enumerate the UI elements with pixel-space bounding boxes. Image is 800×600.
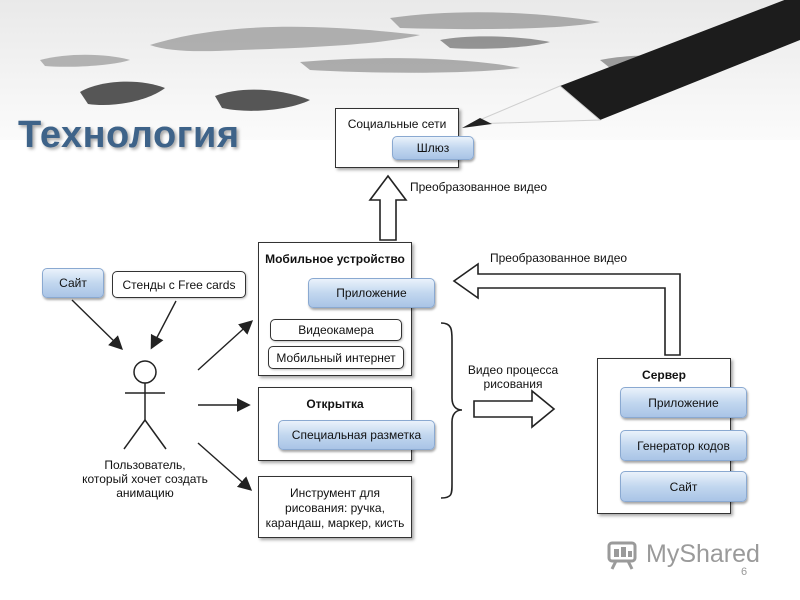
gateway-button[interactable]: Шлюз [392,136,474,160]
drawing-tool-line1: Инструмент для [259,486,411,500]
label-drawing-video-line2: рисования [458,377,568,391]
arrow-stands-to-user [152,301,176,347]
user-caption-line3: анимацию [70,486,220,500]
user-caption-line1: Пользователь, [70,458,220,472]
postcard-title: Открытка [259,397,411,411]
myshared-logo-text: MyShared [646,540,760,569]
stands-free-cards-item: Стенды с Free cards [112,271,246,298]
arrow-user-to-mobile [198,322,251,370]
page-number: 6 [741,566,747,578]
server-app-button[interactable]: Приложение [620,387,747,418]
myshared-logo[interactable]: MyShared [606,536,760,572]
up-block-arrow [370,176,406,240]
label-converted-video-back: Преобразованное видео [490,251,650,265]
drawing-tool-box: Инструмент для рисования: ручка, каранда… [258,476,412,538]
drawing-tool-line2: рисования: ручка, [259,501,411,515]
server-title: Сервер [598,368,730,382]
label-converted-video-up: Преобразованное видео [410,180,560,194]
code-generator-button[interactable]: Генератор кодов [620,430,747,461]
site-source-button[interactable]: Сайт [42,268,104,298]
return-block-arrow [454,264,680,355]
curly-brace [441,323,462,498]
user-caption-line2: который хочет создать [60,472,230,486]
server-site-button[interactable]: Сайт [620,471,747,502]
mobile-app-button[interactable]: Приложение [308,278,435,308]
myshared-logo-icon [606,537,640,571]
label-drawing-video-line1: Видео процесса [458,363,568,377]
right-block-arrow [474,391,554,427]
mobile-device-title: Мобильное устройство [259,252,411,266]
arrow-site-to-user [72,300,121,348]
camera-item: Видеокамера [270,319,402,341]
drawing-tool-line3: карандаш, маркер, кисть [259,516,411,530]
social-networks-title: Социальные сети [336,117,458,131]
special-markup-button[interactable]: Специальная разметка [278,420,435,450]
mobile-internet-item: Мобильный интернет [268,346,404,369]
user-stick-figure-icon [124,361,166,449]
